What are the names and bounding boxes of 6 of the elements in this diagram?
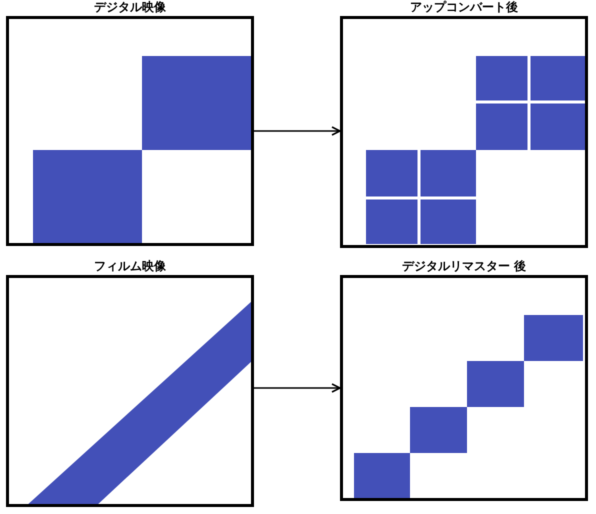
panel-title: フィルム映像 xyxy=(93,258,167,274)
panel-title: デジタル映像 xyxy=(93,0,167,15)
panel-title: デジタルリマスター 後 xyxy=(400,258,528,274)
arrow xyxy=(254,126,341,136)
panel-title: アップコンバート後 xyxy=(409,0,519,15)
arrow xyxy=(254,383,341,393)
